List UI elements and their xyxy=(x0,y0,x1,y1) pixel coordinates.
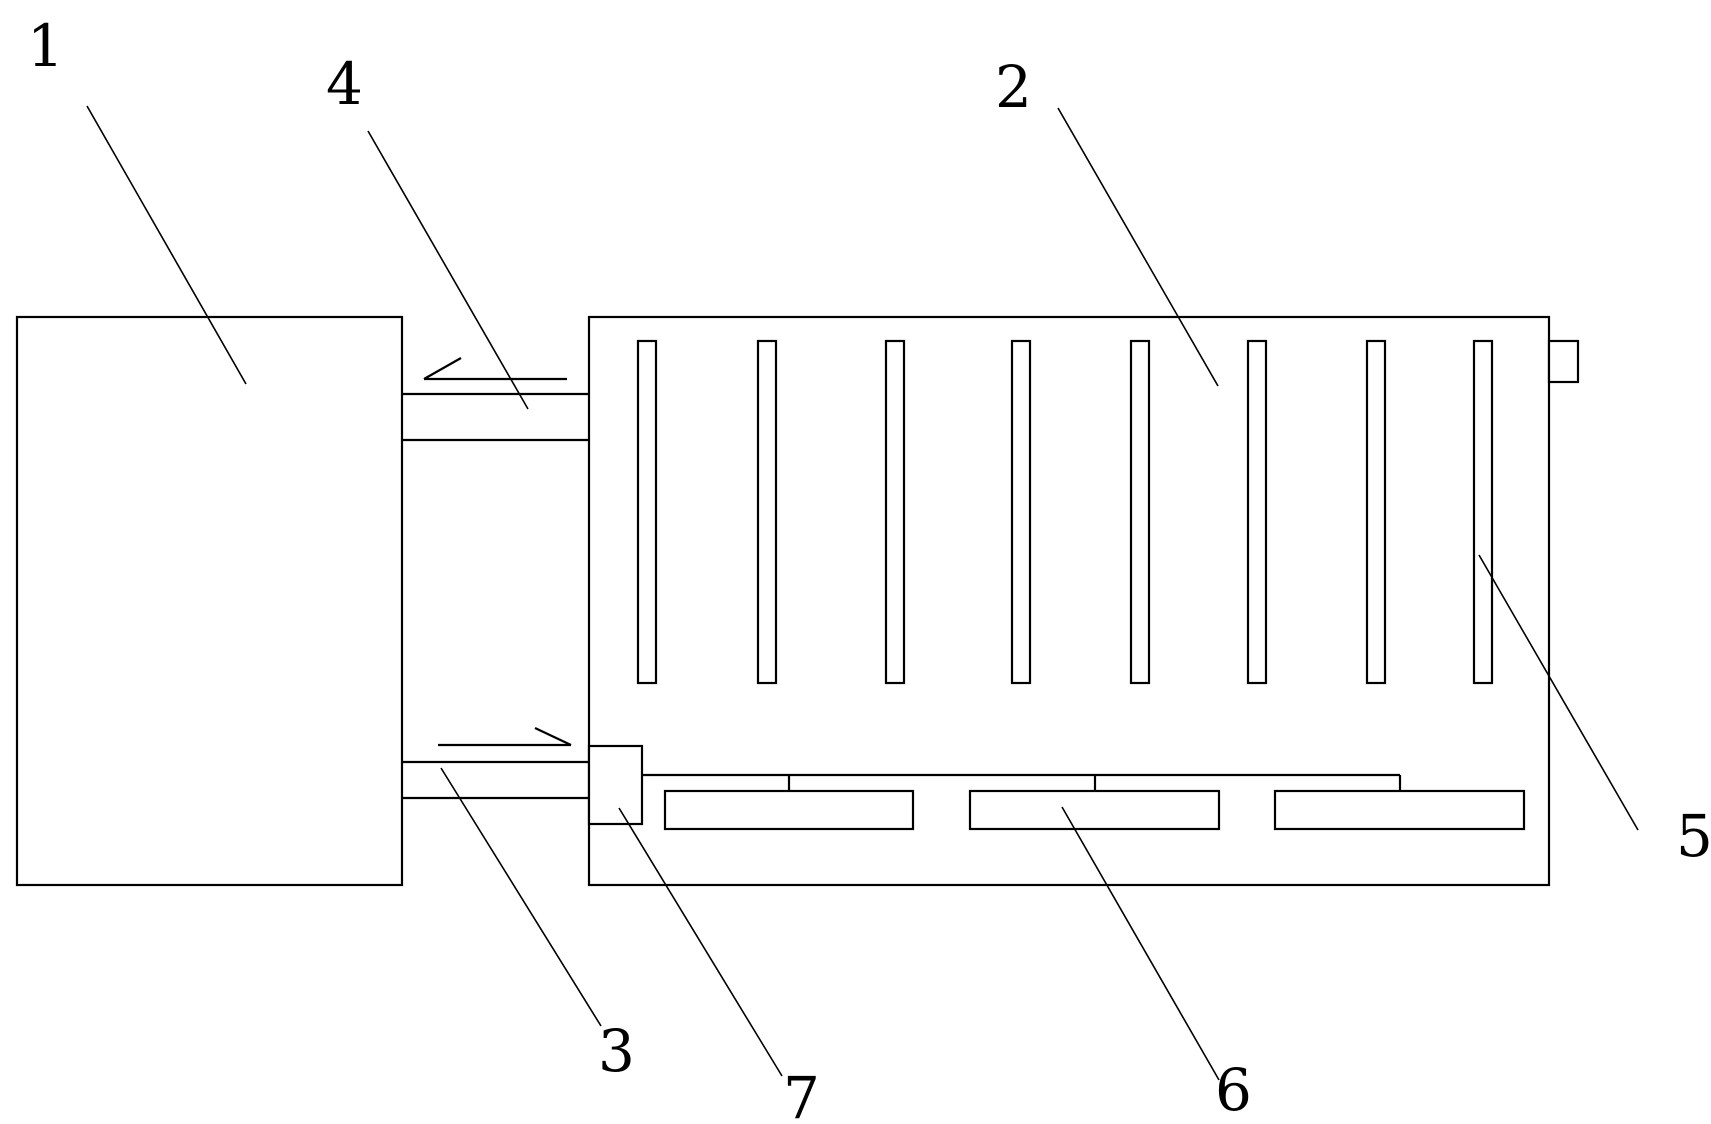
distribution-rail xyxy=(642,773,1402,791)
label-7: 7 xyxy=(783,1064,820,1124)
upper-flow-arrow xyxy=(423,357,567,381)
leader-1 xyxy=(86,105,247,385)
plate xyxy=(663,789,915,831)
component-5-fins xyxy=(636,339,1494,685)
fin xyxy=(636,339,658,685)
component-4-upper-pipe xyxy=(402,392,589,442)
label-6: 6 xyxy=(1215,1056,1252,1124)
label-3: 3 xyxy=(598,1017,635,1085)
component-7-block xyxy=(587,744,644,826)
leader-lines xyxy=(86,105,1639,1081)
label-4: 4 xyxy=(326,50,363,118)
component-6-plates xyxy=(663,789,1526,831)
fin xyxy=(1246,339,1268,685)
fin xyxy=(1010,339,1032,685)
label-1: 1 xyxy=(27,12,64,80)
fin xyxy=(1365,339,1387,685)
leader-2 xyxy=(1057,107,1219,387)
plate xyxy=(1273,789,1526,831)
fin xyxy=(756,339,778,685)
leader-3 xyxy=(440,767,602,1027)
plate xyxy=(968,789,1221,831)
lower-flow-arrow xyxy=(438,727,572,747)
component-3-lower-pipe xyxy=(402,760,589,800)
label-2: 2 xyxy=(995,53,1032,121)
fin xyxy=(1472,339,1494,685)
leader-5 xyxy=(1478,554,1639,831)
fin xyxy=(1129,339,1151,685)
leader-4 xyxy=(367,130,529,410)
leader-7 xyxy=(618,807,783,1077)
label-5: 5 xyxy=(1676,802,1711,870)
housing-knob xyxy=(1547,339,1580,384)
leader-6 xyxy=(1061,806,1220,1081)
fin xyxy=(884,339,906,685)
component-1-box xyxy=(15,315,404,887)
